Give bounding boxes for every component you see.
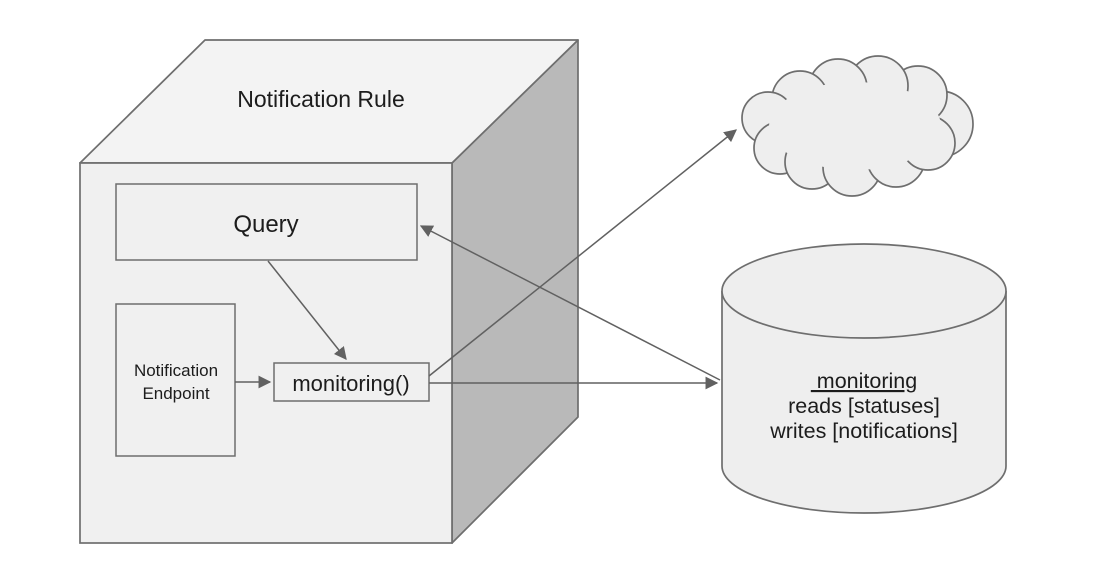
notification-rule-cube: Notification Rule Query Notification End… bbox=[79, 39, 579, 544]
notification-endpoint-box bbox=[115, 303, 236, 457]
monitoring-function-label: monitoring() bbox=[292, 371, 409, 396]
arrow-database-to-query bbox=[419, 225, 721, 381]
monitoring-function-node: monitoring() bbox=[273, 362, 430, 402]
cloud-shape bbox=[741, 55, 974, 197]
arrows bbox=[235, 129, 737, 390]
database-cylinder: monitoring reads [statuses] writes [noti… bbox=[721, 243, 1007, 514]
notification-endpoint-label-line1: Notification bbox=[134, 361, 218, 380]
monitoring-function-box bbox=[273, 362, 430, 402]
query-label: Query bbox=[233, 211, 298, 238]
query-node: Query bbox=[115, 183, 418, 261]
arrow-monitoring-to-cloud bbox=[428, 129, 737, 377]
database-reads-label: reads [statuses] bbox=[788, 394, 940, 418]
query-box bbox=[115, 183, 418, 261]
database-writes-label: writes [notifications] bbox=[769, 419, 958, 443]
cube-title: Notification Rule bbox=[237, 86, 404, 112]
arrow-query-to-monitoring bbox=[267, 260, 347, 360]
notification-endpoint-label-line2: Endpoint bbox=[142, 384, 209, 403]
database-title: monitoring bbox=[811, 369, 917, 393]
database-top bbox=[721, 243, 1007, 339]
notification-endpoint-node: Notification Endpoint bbox=[115, 303, 236, 457]
database-body bbox=[721, 291, 1007, 514]
cloud-inner-fill bbox=[769, 82, 941, 170]
